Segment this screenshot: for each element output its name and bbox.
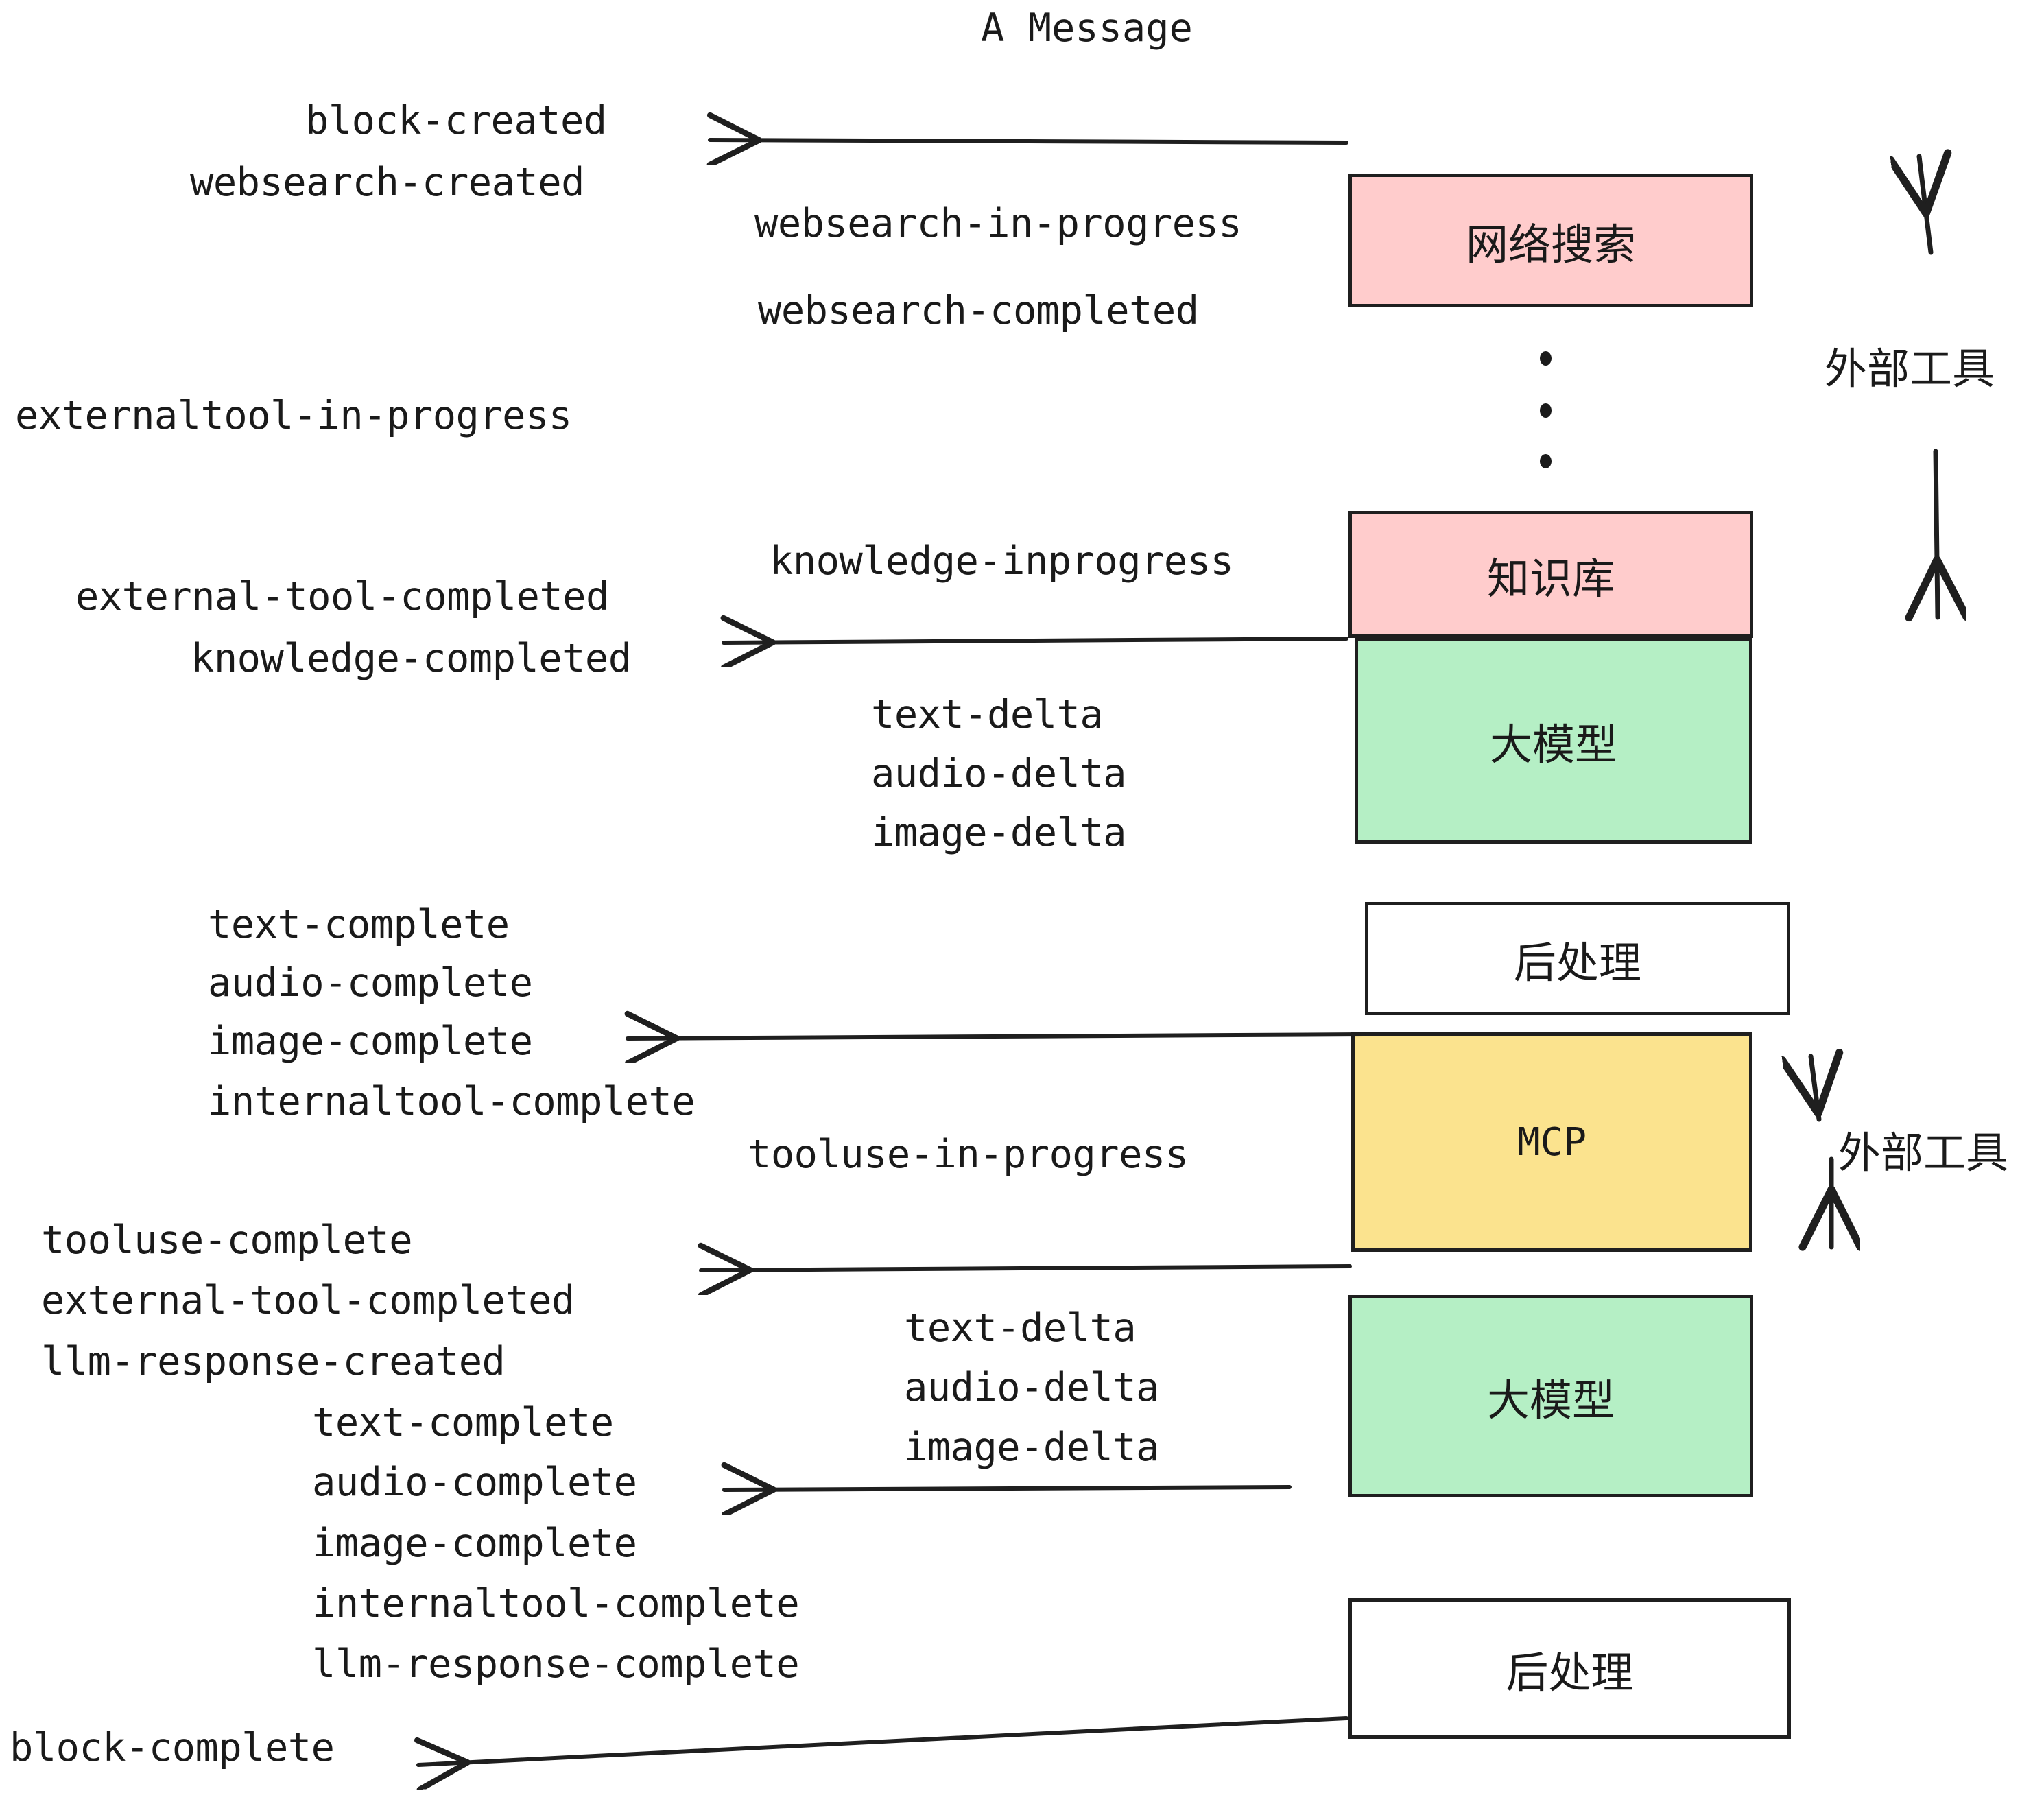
node-websearch-label: 网络搜索 [1465, 219, 1636, 270]
side-label-external-tools-top: 外部工具 [1825, 344, 1995, 394]
event-label-llm-response-created: llm-response-created [41, 1339, 506, 1384]
event-label-websearch-created: websearch-created [190, 160, 584, 205]
ellipsis-dot-3 [1540, 454, 1552, 468]
node-llm-2[interactable]: 大模型 [1348, 1295, 1753, 1497]
event-label-internaltool-complete-2: internaltool-complete [312, 1581, 800, 1626]
event-label-external-tool-completed-1: external-tool-completed [75, 574, 609, 619]
event-label-knowledge-completed: knowledge-completed [191, 636, 632, 681]
event-label-block-created: block-created [305, 98, 607, 143]
event-label-image-complete-2: image-complete [312, 1521, 637, 1566]
ellipsis-dot-2 [1540, 403, 1552, 418]
node-knowledge[interactable]: 知识库 [1348, 511, 1753, 638]
node-llm-1-label: 大模型 [1489, 720, 1617, 770]
arrow-knowledge-to-knowledge-completed [724, 639, 1348, 643]
event-label-audio-delta-1: audio-delta [871, 751, 1127, 796]
node-mcp[interactable]: MCP [1351, 1032, 1752, 1252]
event-label-text-delta-1: text-delta [871, 692, 1104, 737]
node-postprocess-1[interactable]: 后处理 [1365, 902, 1790, 1015]
event-label-image-delta-2: image-delta [904, 1425, 1160, 1470]
arrow-postprocess-2-to-block-complete [418, 1716, 1348, 1765]
node-mcp-label: MCP [1517, 1119, 1587, 1165]
event-label-image-delta-1: image-delta [871, 810, 1127, 855]
event-label-block-complete: block-complete [10, 1725, 335, 1770]
event-label-websearch-completed: websearch-completed [758, 288, 1199, 333]
node-llm-2-label: 大模型 [1486, 1375, 1615, 1425]
event-label-llm-response-complete: llm-response-complete [312, 1641, 800, 1687]
event-label-audio-delta-2: audio-delta [904, 1365, 1160, 1410]
side-label-external-tools-bottom: 外部工具 [1838, 1128, 2009, 1178]
node-postprocess-1-label: 后处理 [1513, 937, 1641, 988]
node-knowledge-label: 知识库 [1486, 553, 1615, 604]
event-label-text-delta-2: text-delta [904, 1305, 1137, 1351]
event-label-text-complete-1: text-complete [208, 902, 510, 947]
node-postprocess-2[interactable]: 后处理 [1348, 1598, 1791, 1739]
event-label-external-tool-completed-2: external-tool-completed [41, 1278, 575, 1323]
event-label-knowledge-inprogress: knowledge-inprogress [770, 538, 1234, 584]
arrow-external-tools-top-down [1936, 449, 1938, 617]
arrow-llm-2-to-audio-complete [724, 1487, 1292, 1490]
ellipsis-dot-1 [1540, 351, 1552, 366]
event-label-websearch-in-progress: websearch-in-progress [754, 201, 1242, 246]
event-label-text-complete-2: text-complete [312, 1400, 614, 1445]
arrow-mcp-to-tooluse-complete [701, 1266, 1352, 1270]
node-websearch[interactable]: 网络搜索 [1348, 174, 1753, 307]
event-label-image-complete-1: image-complete [208, 1019, 533, 1064]
event-label-internaltool-complete-1: internaltool-complete [208, 1079, 696, 1124]
event-label-audio-complete-1: audio-complete [208, 960, 533, 1006]
arrow-external-tools-bottom-up [1811, 1056, 1819, 1122]
event-label-audio-complete-2: audio-complete [312, 1460, 637, 1505]
diagram-title: A Message [981, 5, 1193, 51]
event-label-tooluse-complete: tooluse-complete [41, 1218, 413, 1263]
event-label-tooluse-in-progress: tooluse-in-progress [748, 1132, 1189, 1177]
arrow-external-tools-top-up [1919, 156, 1931, 255]
arrow-postprocess-1-to-image-complete [628, 1034, 1366, 1039]
event-label-externaltool-in-progress: externaltool-in-progress [15, 393, 572, 438]
arrow-websearch-to-block-created [710, 140, 1348, 143]
node-llm-1[interactable]: 大模型 [1355, 638, 1752, 844]
node-postprocess-2-label: 后处理 [1506, 1647, 1634, 1698]
